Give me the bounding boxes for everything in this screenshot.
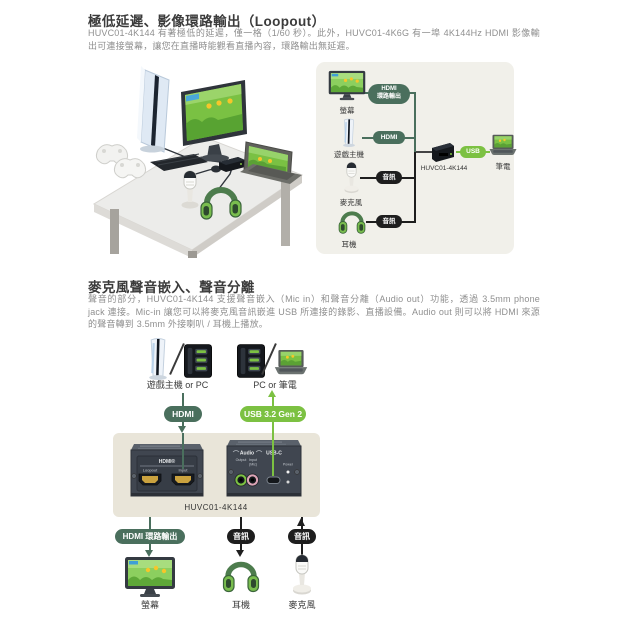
- mic-in-jack: [246, 473, 259, 487]
- audio-phones-pill: 音訊: [376, 215, 402, 228]
- loopout-pill: HDMI 環路輸出: [368, 84, 410, 104]
- console-label: 遊戲主機: [334, 150, 364, 159]
- loopout-diagram-panel: 螢幕 遊戲主機 麥克風 耳機 HDMI 環路輸出 HDMI 音訊 音訊 USB …: [316, 62, 514, 254]
- hdmi-line-into-device: [182, 433, 184, 469]
- hdmi-port-loopout: [138, 473, 162, 486]
- device-label: HUVC01-4K144: [420, 165, 468, 172]
- front-port-loopout-label: Loopout: [143, 468, 158, 473]
- power-led: [286, 470, 290, 474]
- hdmi-pill-2: HDMI: [164, 406, 202, 422]
- usb-pill: USB: [460, 146, 486, 158]
- hdmi-pill: HDMI: [373, 131, 405, 144]
- back-input-label: Input: [249, 458, 257, 462]
- status-led: [286, 480, 290, 484]
- source-left-label: 遊戲主機 or PC: [146, 380, 209, 390]
- source-right-label: PC or 筆電: [253, 380, 297, 390]
- bus-line-bottom: [414, 152, 416, 223]
- loopout-pill-line1: HDMI: [381, 86, 397, 92]
- audio-mic-pill: 音訊: [376, 171, 402, 184]
- monitor-label: 螢幕: [339, 106, 355, 115]
- back-output-label: Output: [236, 458, 247, 462]
- loopout-arrow-line: [149, 544, 151, 551]
- audio-out-jack: [234, 473, 248, 487]
- bus-device-line: [416, 151, 434, 153]
- loopout-line: [149, 504, 151, 531]
- loopout-pill-2: HDMI 環路輸出: [115, 529, 185, 544]
- laptop-label: 筆電: [495, 162, 511, 171]
- section1-body: HUVC01-4K144 有著極低的延遲，僅一格（1/60 秒）。此外，HUVC…: [88, 28, 540, 51]
- screw-left: [228, 469, 234, 475]
- hdmi-arrow-down: [178, 426, 186, 433]
- back-mic-label: (Mic): [249, 463, 257, 467]
- usb-gen2-pill: USB 3.2 Gen 2: [240, 406, 306, 422]
- back-panel-audio-label: Audio: [240, 451, 254, 457]
- headphones-label-2: 耳機: [231, 600, 250, 610]
- hdmi-port-input: [171, 473, 195, 486]
- device-front-photo: HDMI® Loopout Input: [130, 444, 204, 497]
- audio-out-arrow-down: [236, 550, 244, 557]
- back-panel-usbc-label: USB-C: [266, 451, 282, 457]
- mic-label: 麥克風: [339, 198, 363, 207]
- back-power-label: Power: [283, 463, 294, 467]
- screw-right: [294, 469, 300, 475]
- screw-right: [197, 473, 203, 479]
- mic-label-2: 麥克風: [288, 600, 316, 610]
- loopout-arrow-down: [145, 550, 153, 557]
- section1-heading: 極低延遲、影像環路輸出（Loopout）: [88, 14, 326, 29]
- monitor-label-2: 螢幕: [140, 600, 159, 610]
- usb-arrow-up: [268, 390, 276, 397]
- audio-out-arrow-line: [240, 544, 242, 551]
- desk-setup-illustration: [92, 66, 304, 258]
- front-port-input-label: Input: [179, 468, 189, 473]
- loopout-pill-line2: 環路輸出: [376, 93, 401, 100]
- usb-line-into-device: [272, 433, 274, 476]
- section2-body: 聲音的部分，HUVC01-4K144 支援聲音嵌入（Mic in）和聲音分離（A…: [88, 294, 540, 329]
- front-panel-brand: HDMI®: [159, 458, 176, 465]
- headphones-label: 耳機: [341, 240, 357, 249]
- device-back-photo: Audio USB-C Output Input (Mic) Power: [226, 440, 302, 497]
- bus-line-top: [414, 92, 416, 152]
- audio-in-pill: 音訊: [288, 529, 316, 544]
- device-model-label: HUVC01-4K144: [184, 503, 248, 512]
- screw-left: [131, 473, 137, 479]
- usb-c-port: [266, 476, 281, 484]
- section2-heading: 麥克風聲音嵌入、聲音分離: [88, 280, 255, 295]
- audio-out-pill: 音訊: [227, 529, 255, 544]
- mic-arrow-up: [297, 518, 305, 526]
